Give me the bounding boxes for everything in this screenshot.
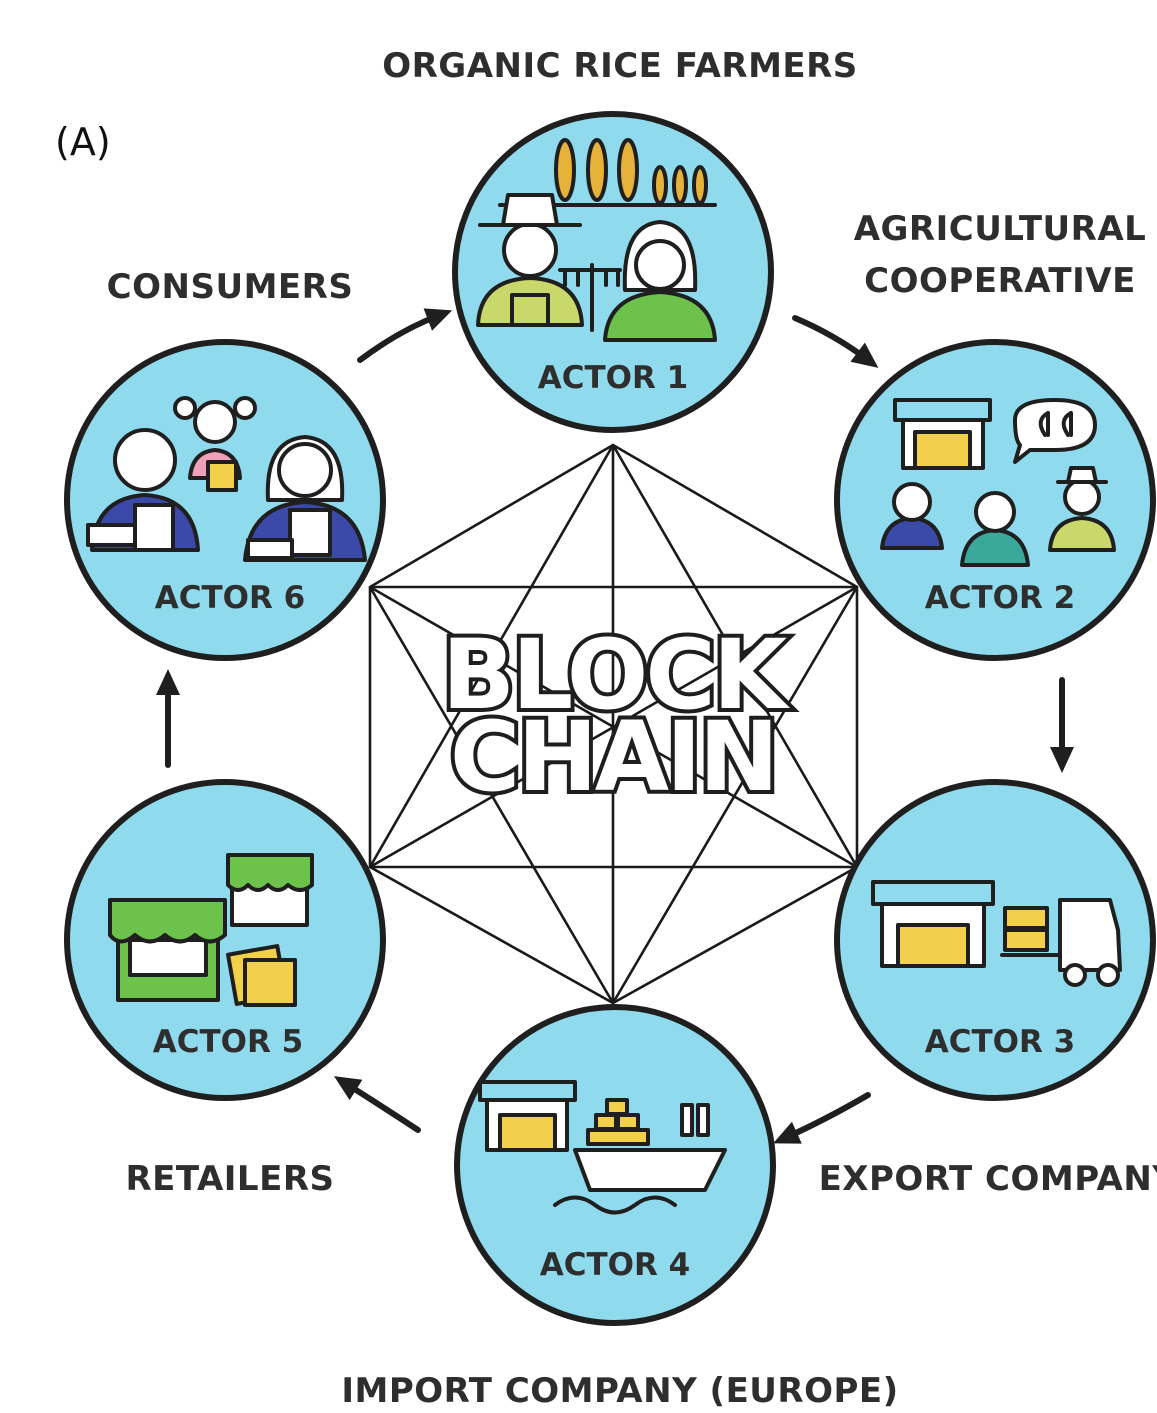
crackers-icon: [226, 944, 297, 1007]
warehouse-icon: [893, 398, 992, 470]
actor-4-label: ACTOR 4: [540, 1247, 690, 1283]
member-woman-icon: [880, 482, 944, 550]
role-label-actor-1: ORGANIC RICE FARMERS: [382, 46, 858, 86]
actor-2-label: ACTOR 2: [925, 580, 1075, 616]
member-farmer-icon: [1048, 466, 1116, 552]
role-label-actor-6: CONSUMERS: [107, 267, 354, 307]
role-label-actor-3: EXPORT COMPANY: [819, 1159, 1157, 1199]
cargo-ship-icon: [553, 1098, 727, 1215]
actor-6-node: ACTOR 6: [64, 339, 386, 661]
market-stall-large-icon: [108, 898, 227, 1002]
arrow-consumers-to-farmers: [357, 308, 453, 363]
consumer-man-icon: [243, 435, 367, 562]
blockchain-title-line1: BLOCK: [442, 619, 791, 731]
role-label-actor-2-line1: AGRICULTURAL: [854, 209, 1147, 249]
speech-bubble-plant-icon: [1013, 398, 1097, 464]
actor-2-node: ACTOR 2: [834, 339, 1156, 661]
role-label-actor-5: RETAILERS: [126, 1159, 335, 1199]
market-stall-small-icon: [226, 853, 314, 927]
actor-5-node: ACTOR 5: [64, 779, 386, 1101]
actor-1-label: ACTOR 1: [538, 360, 688, 396]
panel-label: (A): [55, 120, 111, 164]
actor-3-label: ACTOR 3: [925, 1024, 1075, 1060]
rice-plants-icon: [498, 138, 717, 207]
actor-5-label: ACTOR 5: [153, 1024, 303, 1060]
blockchain-network: [368, 443, 859, 1005]
flow-arrows: [156, 308, 1074, 1144]
actor-1-node: ACTOR 1: [452, 111, 774, 433]
actor-6-label: ACTOR 6: [155, 580, 305, 616]
arrow-farmers-to-cooperative: [792, 315, 879, 368]
import-warehouse-icon: [478, 1080, 577, 1152]
actor-3-node: ACTOR 3: [834, 779, 1156, 1101]
member-woman-2-icon: [960, 491, 1030, 567]
arrow-export-to-import: [773, 1092, 871, 1144]
consumer-woman-icon: [86, 428, 200, 552]
export-warehouse-icon: [871, 880, 995, 968]
forklift-icon: [1000, 898, 1122, 987]
arrow-import-to-retailers: [333, 1076, 421, 1133]
consumer-child-icon: [173, 396, 257, 492]
farmer-man-icon: [476, 193, 584, 327]
blockchain-title-line2: CHAIN: [450, 701, 776, 813]
role-label-actor-2-line2: COOPERATIVE: [864, 261, 1136, 301]
farmer-woman-icon: [603, 220, 717, 342]
role-label-actor-4: IMPORT COMPANY (EUROPE): [341, 1371, 898, 1411]
actor-4-node: ACTOR 4: [454, 1004, 776, 1326]
rake-icon: [558, 263, 622, 332]
